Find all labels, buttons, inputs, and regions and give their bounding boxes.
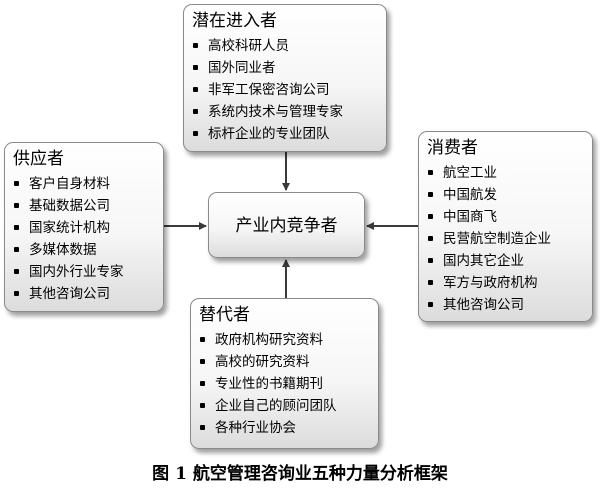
list-item: 专业性的书籍期刊 — [200, 373, 337, 395]
list-item: 高校科研人员 — [193, 35, 343, 57]
bullet-icon — [200, 425, 205, 430]
bullet-icon — [200, 403, 205, 408]
potential-entrants-title: 潜在进入者 — [192, 11, 277, 31]
list-item: 企业自己的顾问团队 — [200, 395, 337, 417]
substitutes-box: 替代者 政府机构研究资料 高校的研究资料 专业性的书籍期刊 企业自己的顾问团队 … — [190, 298, 379, 449]
list-item: 标杆企业的专业团队 — [193, 123, 343, 145]
list-item: 系统内技术与管理专家 — [193, 101, 343, 123]
bullet-icon — [14, 181, 19, 186]
list-item: 各种行业协会 — [200, 417, 337, 439]
substitutes-list: 政府机构研究资料 高校的研究资料 专业性的书籍期刊 企业自己的顾问团队 各种行业… — [200, 329, 337, 439]
bullet-icon — [428, 214, 433, 219]
list-item: 国内其它企业 — [428, 250, 551, 272]
bullet-icon — [193, 65, 198, 70]
bullet-icon — [14, 225, 19, 230]
list-item: 基础数据公司 — [14, 195, 124, 217]
consumers-box: 消费者 航空工业 中国航发 中国商飞 民营航空制造企业 国内其它企业 军方与政府… — [418, 131, 593, 322]
list-item: 中国航发 — [428, 184, 551, 206]
bullet-icon — [14, 203, 19, 208]
list-item: 航空工业 — [428, 162, 551, 184]
list-item: 政府机构研究资料 — [200, 329, 337, 351]
list-item: 中国商飞 — [428, 206, 551, 228]
bullet-icon — [193, 109, 198, 114]
suppliers-title: 供应者 — [13, 149, 64, 169]
bullet-icon — [428, 236, 433, 241]
potential-entrants-box: 潜在进入者 高校科研人员 国外同业者 非军工保密咨询公司 系统内技术与管理专家 … — [183, 4, 387, 152]
potential-entrants-list: 高校科研人员 国外同业者 非军工保密咨询公司 系统内技术与管理专家 标杆企业的专… — [193, 35, 343, 145]
bullet-icon — [14, 291, 19, 296]
list-item: 其他咨询公司 — [14, 283, 124, 305]
bullet-icon — [428, 280, 433, 285]
bullet-icon — [14, 269, 19, 274]
list-item: 民营航空制造企业 — [428, 228, 551, 250]
list-item: 其他咨询公司 — [428, 294, 551, 316]
figure-caption: 图 1 航空管理咨询业五种力量分析框架 — [152, 464, 448, 484]
list-item: 国外同业者 — [193, 57, 343, 79]
bullet-icon — [14, 247, 19, 252]
consumers-title: 消费者 — [427, 138, 478, 158]
bullet-icon — [428, 170, 433, 175]
list-item: 非军工保密咨询公司 — [193, 79, 343, 101]
list-item: 多媒体数据 — [14, 239, 124, 261]
bullet-icon — [428, 302, 433, 307]
bullet-icon — [193, 43, 198, 48]
list-item: 高校的研究资料 — [200, 351, 337, 373]
suppliers-box: 供应者 客户自身材料 基础数据公司 国家统计机构 多媒体数据 国内外行业专家 其… — [4, 142, 164, 312]
industry-competitors-box: 产业内竞争者 — [208, 192, 365, 258]
bullet-icon — [200, 381, 205, 386]
list-item: 军方与政府机构 — [428, 272, 551, 294]
list-item: 国家统计机构 — [14, 217, 124, 239]
bullet-icon — [200, 359, 205, 364]
consumers-list: 航空工业 中国航发 中国商飞 民营航空制造企业 国内其它企业 军方与政府机构 其… — [428, 162, 551, 316]
list-item: 国内外行业专家 — [14, 261, 124, 283]
industry-competitors-label: 产业内竞争者 — [235, 216, 338, 236]
bullet-icon — [428, 258, 433, 263]
bullet-icon — [193, 87, 198, 92]
bullet-icon — [193, 131, 198, 136]
bullet-icon — [428, 192, 433, 197]
substitutes-title: 替代者 — [199, 305, 250, 325]
bullet-icon — [200, 337, 205, 342]
list-item: 客户自身材料 — [14, 173, 124, 195]
suppliers-list: 客户自身材料 基础数据公司 国家统计机构 多媒体数据 国内外行业专家 其他咨询公… — [14, 173, 124, 305]
